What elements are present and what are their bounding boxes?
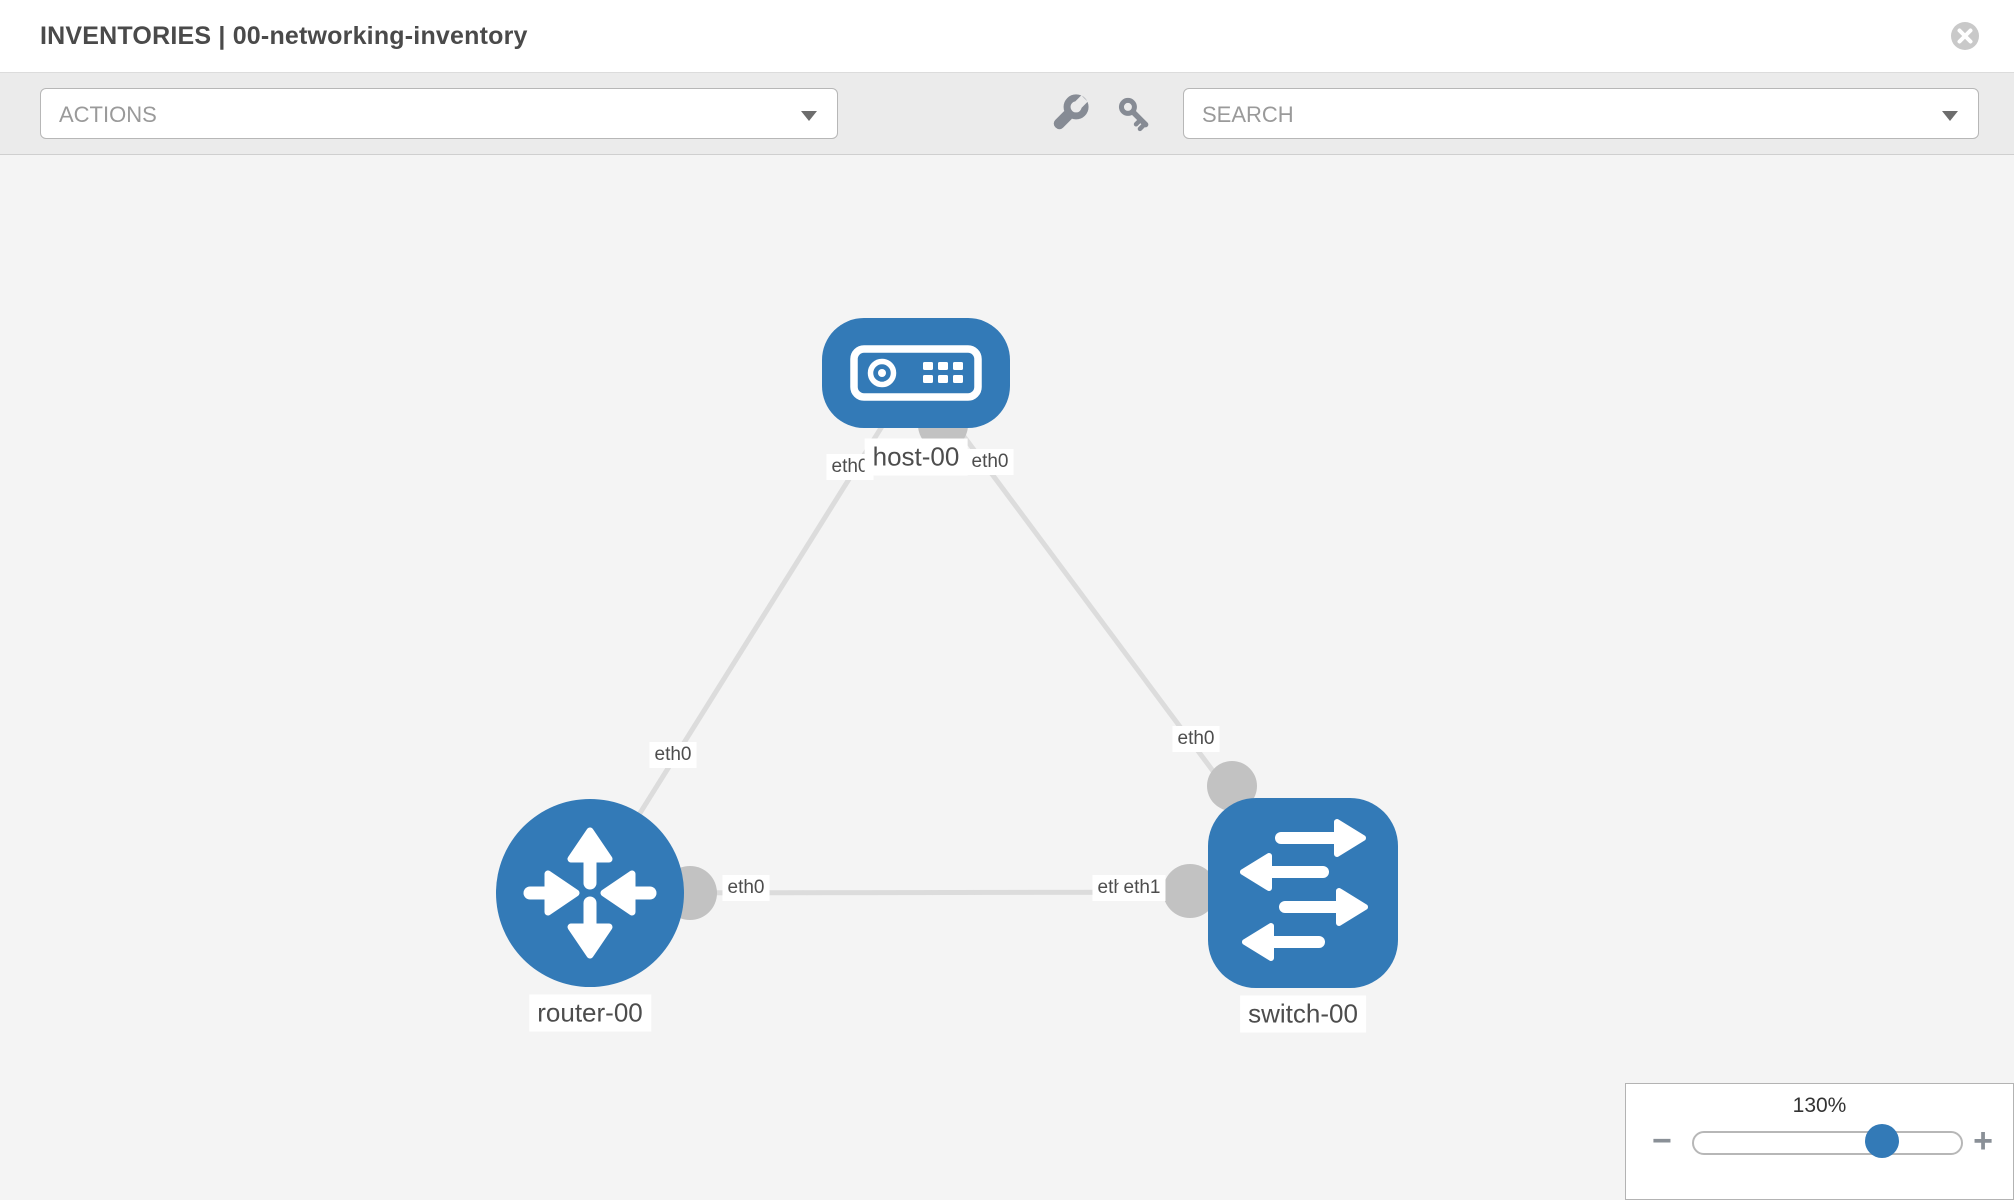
search-dropdown-label: SEARCH (1202, 102, 1294, 127)
switch-arrows-icon (1240, 819, 1368, 961)
wrench-button[interactable] (1046, 91, 1092, 137)
zoom-panel: 130% − + (1625, 1083, 2014, 1200)
node-router[interactable] (496, 799, 684, 987)
key-button[interactable] (1112, 91, 1158, 137)
interface-label: eth0 (649, 742, 697, 768)
zoom-slider-thumb[interactable] (1864, 1124, 1899, 1158)
toolbar: ACTIONS SEARC (0, 73, 2014, 155)
minus-icon: − (1652, 1122, 1672, 1160)
port-connector (1207, 761, 1257, 811)
plus-icon: + (1973, 1122, 1993, 1160)
interface-label: eth0 (1172, 726, 1220, 752)
actions-dropdown[interactable]: ACTIONS (40, 88, 838, 139)
router-arrows-icon (523, 827, 657, 959)
key-icon (1118, 97, 1149, 132)
header-bar: INVENTORIES | 00-networking-inventory (0, 0, 2014, 73)
wrench-icon (1053, 94, 1089, 130)
close-icon (1951, 22, 1979, 50)
zoom-slider[interactable] (1692, 1124, 1963, 1158)
topology-graph (496, 318, 1398, 988)
node-label-router: router-00 (529, 994, 651, 1032)
node-label-switch: switch-00 (1240, 995, 1366, 1033)
node-host[interactable] (822, 318, 1010, 428)
interface-label: eth0 (966, 449, 1014, 475)
zoom-in-button[interactable]: + (1973, 1124, 1993, 1158)
server-icon (850, 345, 982, 401)
caret-down-icon (801, 111, 817, 121)
page-title: INVENTORIES | 00-networking-inventory (40, 22, 528, 50)
node-switch[interactable] (1208, 798, 1398, 988)
interface-label: eth1 (1118, 875, 1166, 901)
search-dropdown[interactable]: SEARCH (1183, 88, 1979, 139)
caret-down-icon (1942, 111, 1958, 121)
close-button[interactable] (1950, 21, 1980, 51)
zoom-out-button[interactable]: − (1652, 1124, 1672, 1158)
topology-canvas[interactable]: eth0 eth0 eth0 eth0 eth0 eth0 eth1 host-… (0, 155, 2014, 1200)
node-label-host: host-00 (864, 438, 968, 476)
actions-dropdown-label: ACTIONS (59, 102, 157, 127)
interface-label: eth0 (722, 875, 770, 901)
port-connector (1163, 864, 1217, 918)
zoom-level-label: 130% (1792, 1094, 1847, 1117)
